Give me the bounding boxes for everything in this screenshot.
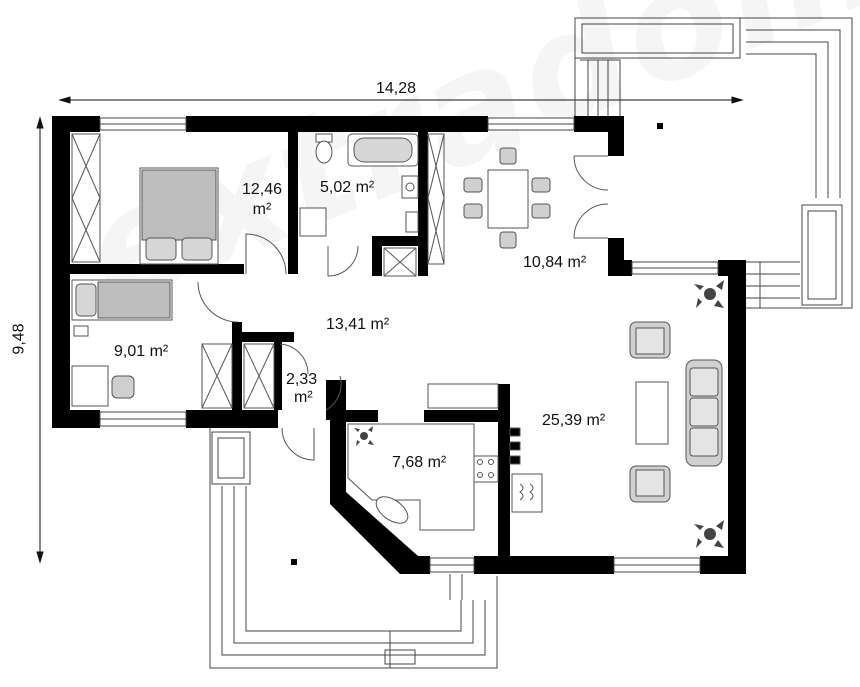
desk-chair xyxy=(111,375,135,399)
room-label-hall: 13,41 m² xyxy=(326,316,390,333)
wardrobes xyxy=(71,133,445,409)
column-dot xyxy=(657,123,663,129)
room-label-dining: 10,84 m² xyxy=(523,254,587,271)
fireplace xyxy=(511,473,543,513)
kitchen-counter xyxy=(347,423,475,531)
room-label-living: 25,39 m² xyxy=(542,412,606,429)
column-dot xyxy=(291,559,297,565)
kitchen-sink xyxy=(375,496,409,524)
dimension-width: 14,28 xyxy=(376,80,417,97)
room-label-closet-area: 2,33 xyxy=(286,371,318,388)
dimension-height: 9,48 xyxy=(10,323,28,355)
walls xyxy=(52,116,746,574)
terrace-right xyxy=(574,17,853,309)
room-label-closet-unit: m² xyxy=(294,389,313,406)
door-swings xyxy=(197,155,609,461)
room-label-bathroom: 5,02 m² xyxy=(320,179,375,196)
plant-icon xyxy=(354,280,724,548)
kitchen-cabinet-top xyxy=(427,383,499,409)
room-label-bedroom-small: 9,01 m² xyxy=(114,343,169,360)
room-label-kitchen: 7,68 m² xyxy=(392,454,447,471)
desk xyxy=(71,365,109,407)
dining-table xyxy=(487,169,529,229)
coffee-table xyxy=(635,381,669,445)
terrace-bottom xyxy=(209,420,498,669)
furniture xyxy=(71,133,723,531)
dimension-lines xyxy=(36,96,744,564)
stove xyxy=(473,455,499,483)
washing-machine xyxy=(299,207,327,237)
windows xyxy=(99,117,719,573)
room-label-bedroom-main: 12,46 m² xyxy=(241,181,283,218)
